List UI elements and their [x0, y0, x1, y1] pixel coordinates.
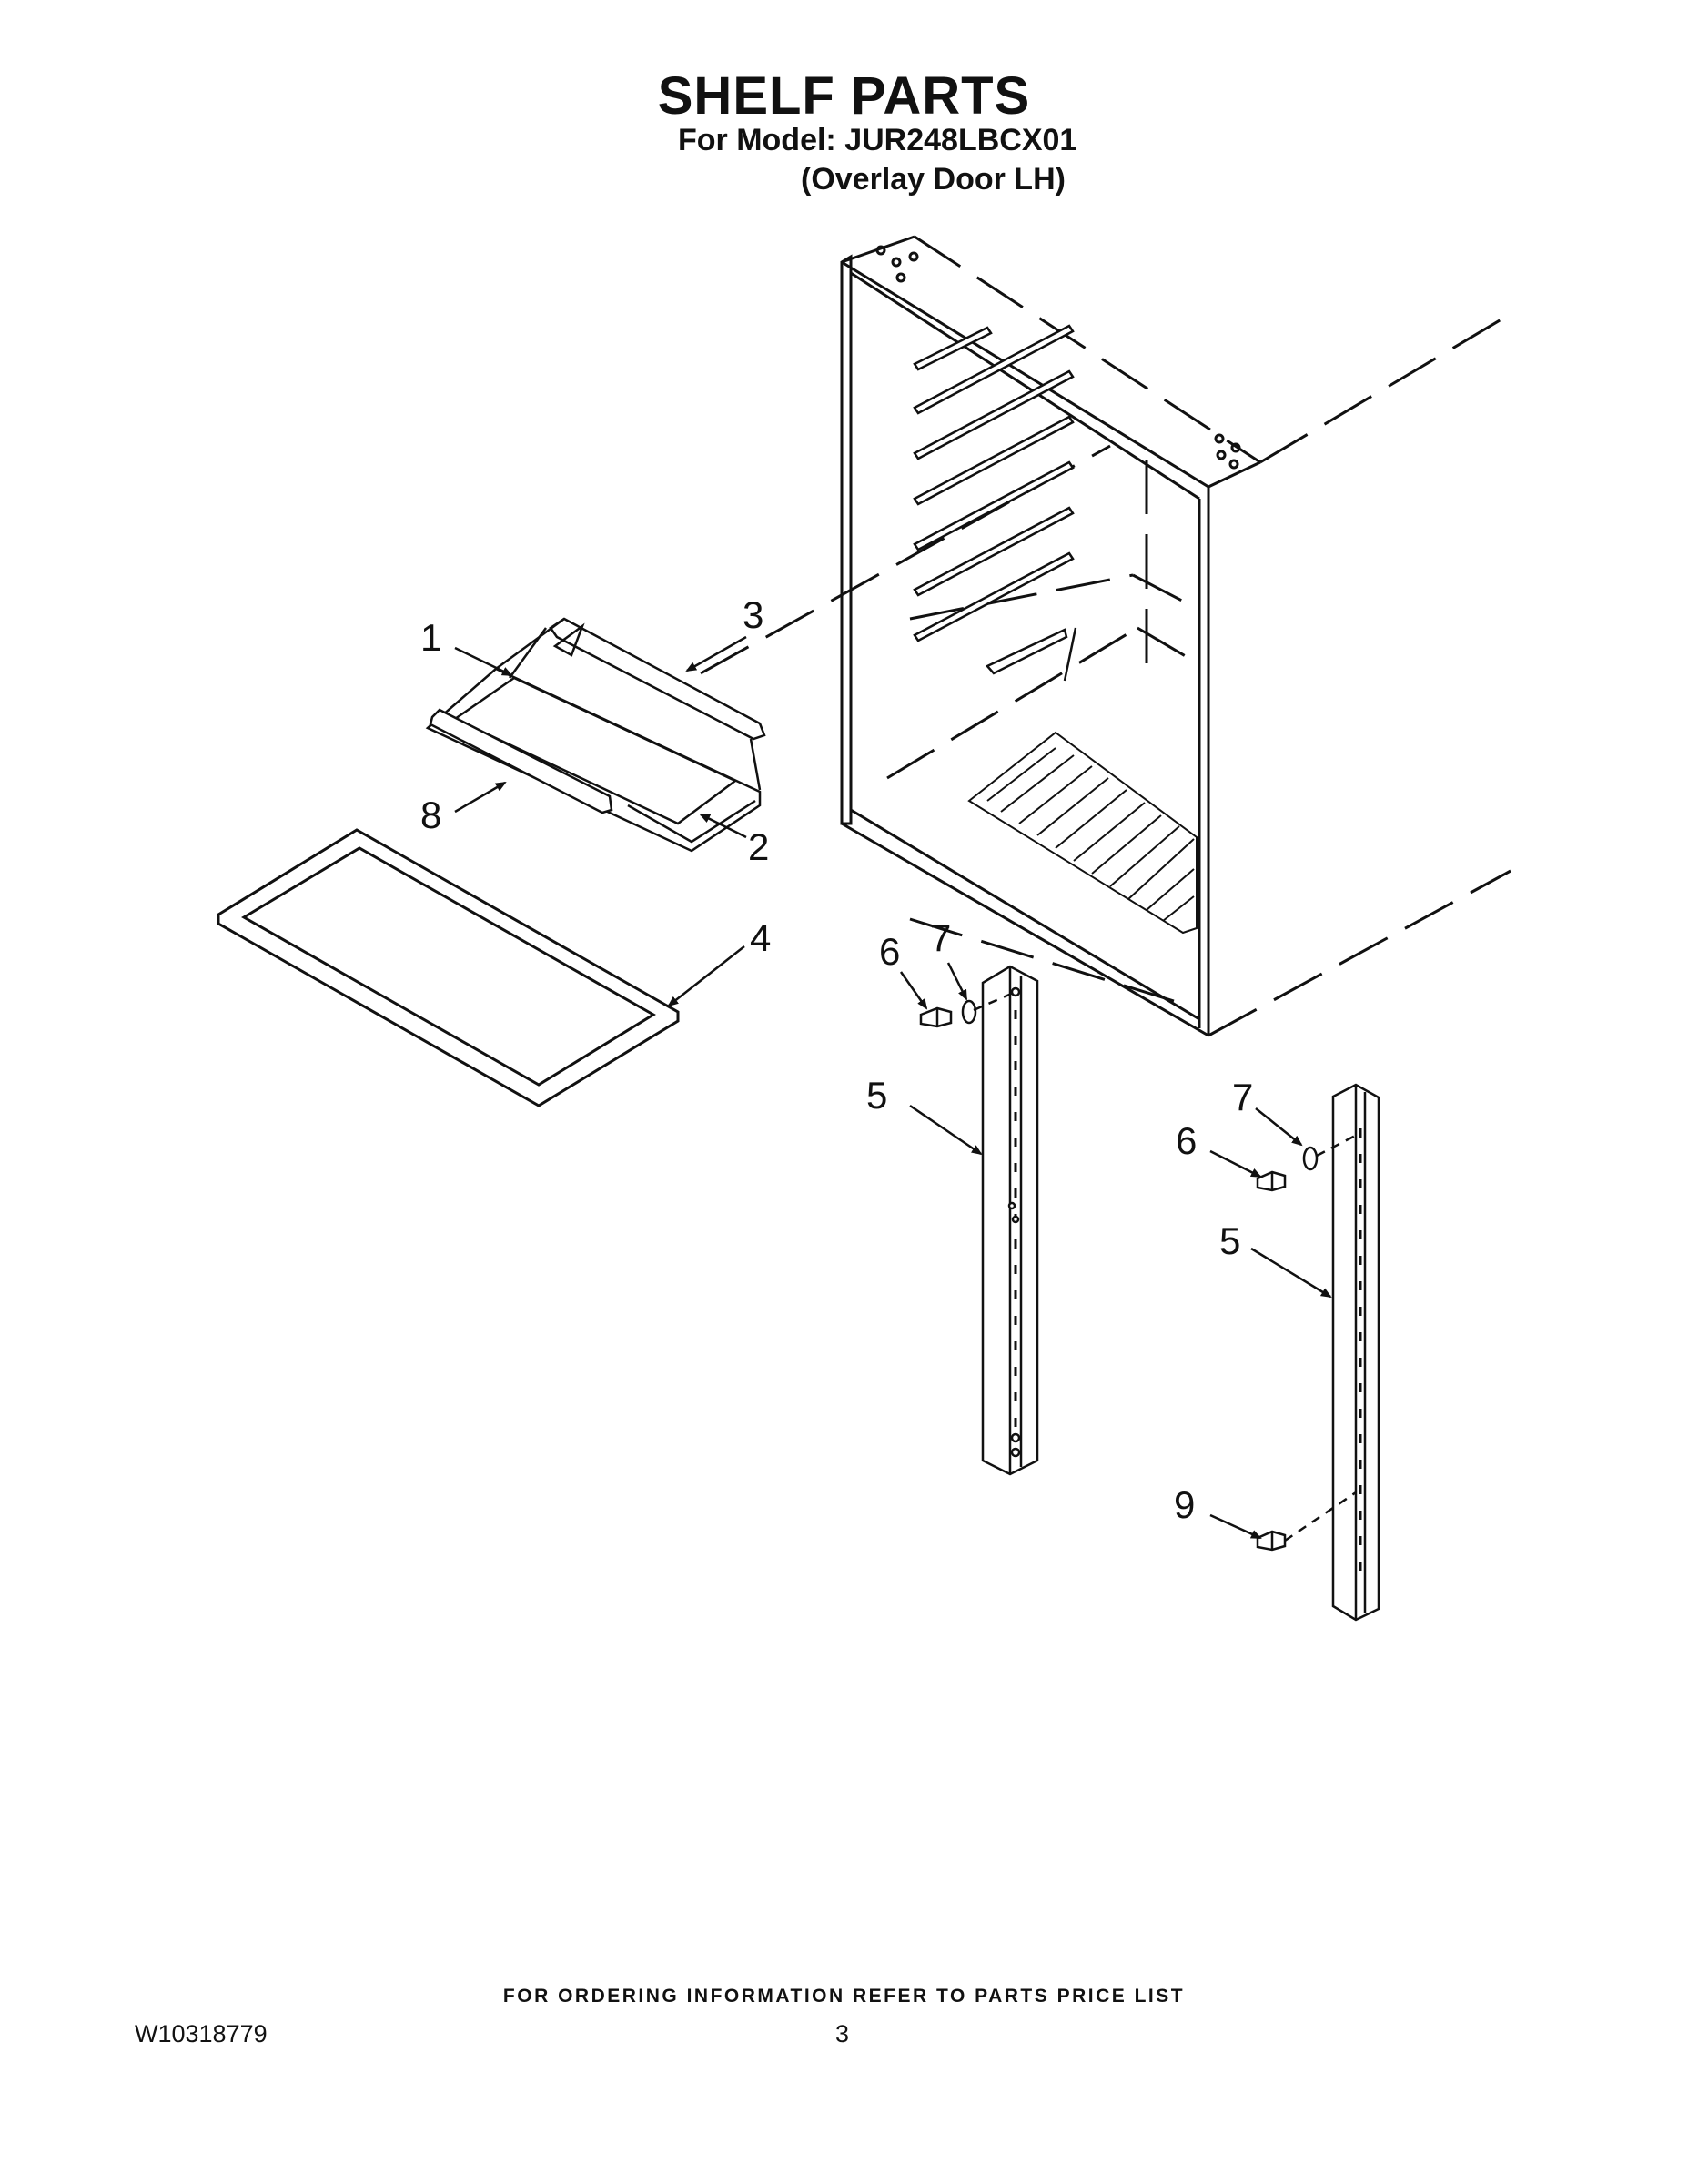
ordering-note: FOR ORDERING INFORMATION REFER TO PARTS …: [502, 1986, 1186, 2007]
leader-arrows: [454, 635, 1332, 1540]
glass-shelf: [217, 828, 680, 1107]
callout-7-right: 7: [1232, 1076, 1253, 1118]
callout-8: 8: [420, 794, 441, 836]
callout-1: 1: [420, 616, 441, 659]
callout-7-left: 7: [930, 916, 951, 959]
callout-labels: 1 3 8 2 4 6 7 5 7 6 5 9: [420, 593, 1253, 1526]
document-number: W10318779: [135, 2020, 268, 2048]
variant-line: (Overlay Door LH): [801, 162, 1066, 197]
floor-grille: [967, 731, 1198, 935]
shelf-assembly: [425, 617, 766, 853]
callout-6-right: 6: [1176, 1119, 1197, 1162]
callout-5-left: 5: [866, 1074, 887, 1117]
model-line: For Model: JUR248LBCX01: [678, 123, 1077, 157]
left-shelf-standard: [981, 965, 1039, 1476]
screw-part-6-right: [1256, 1170, 1287, 1192]
callout-2: 2: [748, 825, 769, 868]
callout-3: 3: [743, 593, 763, 636]
shelf-slots: [913, 324, 1077, 682]
washer-part-7-right: [1302, 1146, 1319, 1171]
callout-5-right: 5: [1219, 1219, 1240, 1262]
right-shelf-standard: [1331, 1083, 1380, 1622]
callout-6-left: 6: [879, 930, 900, 973]
fasteners: [919, 990, 1361, 1552]
callout-4: 4: [750, 916, 771, 959]
cabinet-drawing: [700, 235, 1511, 1037]
page-title: SHELF PARTS: [657, 66, 1031, 126]
callout-9: 9: [1174, 1483, 1195, 1526]
screw-part-9: [1256, 1530, 1287, 1552]
washer-part-7-left: [961, 999, 977, 1025]
screw-part-6-left: [919, 1006, 953, 1028]
page-number: 3: [835, 2020, 850, 2048]
